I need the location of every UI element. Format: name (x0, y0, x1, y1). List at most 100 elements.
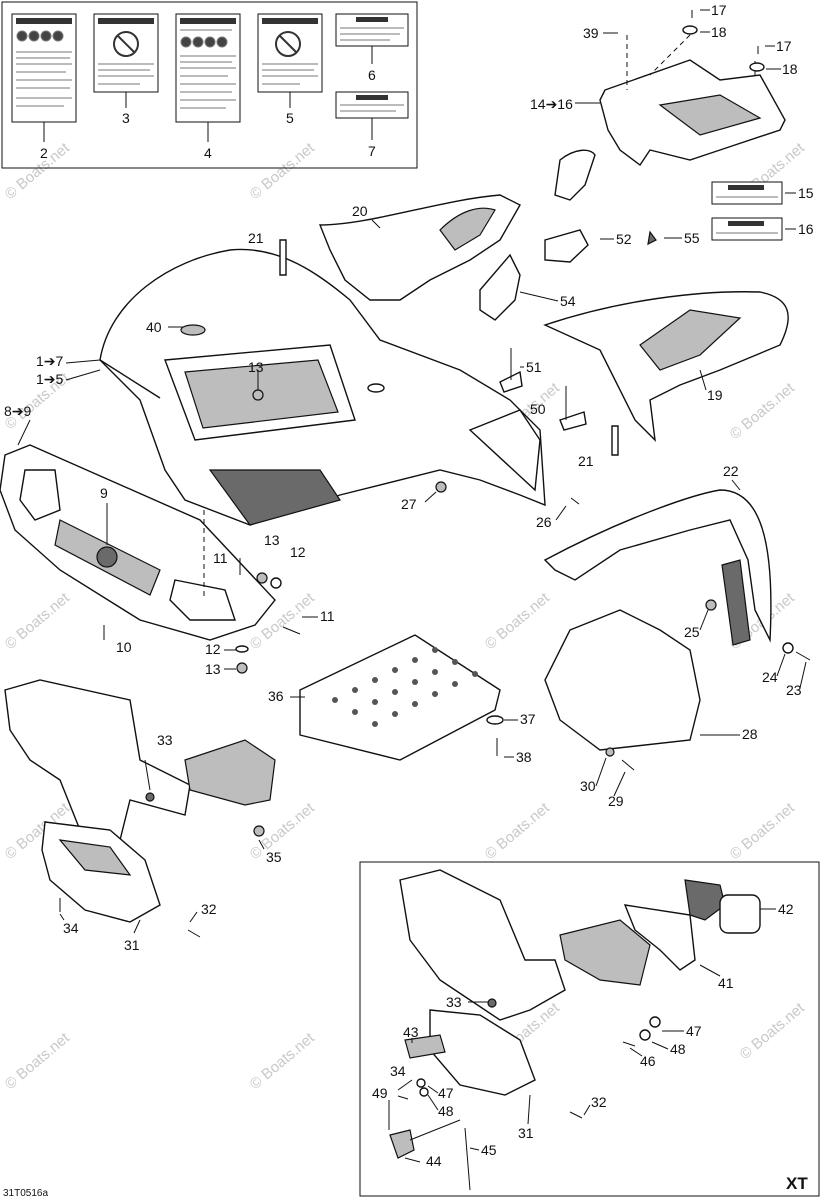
washer-12b (235, 645, 249, 653)
washer-12a (270, 577, 282, 589)
washer-27 (435, 481, 447, 493)
callout-52: 52 (616, 231, 632, 247)
callout-34: 34 (390, 1063, 406, 1079)
callout-leaders (17, 9, 807, 1163)
skid-plate-36 (299, 634, 504, 761)
callout-25: 25 (684, 624, 700, 640)
mud-flap-28 (544, 609, 701, 751)
decal-text-lines (340, 104, 404, 112)
watermark: © Boats.net (2, 139, 74, 203)
washer-35 (253, 825, 265, 837)
left-side-panel (318, 149, 657, 321)
body-edge (99, 359, 161, 399)
decal-header (262, 18, 318, 24)
callout-23: 23 (786, 682, 802, 698)
decal-text-lines (180, 29, 236, 109)
rivet-21b (611, 425, 619, 456)
decal-header (180, 18, 236, 24)
watermark: © Boats.net (727, 799, 799, 863)
decal-label-6 (335, 13, 409, 47)
callout-42: 42 (778, 901, 794, 917)
fender-bracket (721, 559, 751, 646)
xt-washer-47b (416, 1078, 426, 1088)
callout-48: 48 (438, 1103, 454, 1119)
side-panel-vent (439, 207, 496, 251)
callout-49: 49 (372, 1085, 388, 1101)
decal-header (728, 221, 764, 226)
screw-32a (187, 929, 201, 938)
fender-22 (543, 489, 772, 643)
callout-38: 38 (516, 749, 532, 765)
callout-12: 12 (205, 641, 221, 657)
middle-fasteners (252, 239, 619, 505)
callout-13: 13 (248, 359, 264, 375)
xt-inset-frame (359, 861, 820, 1197)
callout-30: 30 (580, 778, 596, 794)
washer-13a (252, 389, 264, 401)
right-front-fender-well (468, 409, 541, 492)
callout-48: 48 (670, 1041, 686, 1057)
callout-55: 55 (684, 230, 700, 246)
decal-header (98, 18, 154, 24)
callout-13: 13 (264, 532, 280, 548)
washer-25 (705, 599, 717, 611)
nut-18b (749, 62, 765, 72)
callout-47: 47 (438, 1085, 454, 1101)
callout-54: 54 (560, 293, 576, 309)
callout-5: 5 (286, 110, 294, 126)
xt-screw-32 (569, 1111, 583, 1119)
callout-15: 15 (798, 185, 814, 201)
callout-47: 47 (686, 1023, 702, 1039)
watermark: © Boats.net (727, 379, 799, 443)
grille-3 (554, 149, 596, 201)
xt-winch-motor (684, 879, 726, 921)
xt-skid-guard-31 (429, 1009, 536, 1096)
callout-32: 32 (201, 901, 217, 917)
right-rear-fender (543, 291, 789, 442)
xt-washer-48a (639, 1029, 651, 1041)
callout-33: 33 (157, 732, 173, 748)
callout-17: 17 (776, 38, 792, 54)
callout-46: 46 (640, 1053, 656, 1069)
callout-27: 27 (401, 496, 417, 512)
callout-41: 41 (718, 975, 734, 991)
watermark: © Boats.net (247, 139, 319, 203)
cap-40 (180, 324, 206, 336)
callout-37: 37 (520, 711, 536, 727)
callout-21: 21 (248, 230, 264, 246)
body-opening (367, 383, 385, 393)
xt-washer-48b (419, 1087, 429, 1097)
washer-13b (256, 572, 268, 584)
callout-31: 31 (518, 1125, 534, 1141)
grille-54 (479, 253, 521, 321)
front-bumper (0, 444, 276, 641)
xt-inset (359, 861, 820, 1197)
xt-winch-drum-42 (719, 894, 761, 934)
callout-32: 32 (591, 1094, 607, 1110)
callout-11: 11 (320, 608, 335, 624)
callout-4: 4 (204, 145, 212, 161)
decal-text-lines (340, 27, 404, 41)
bracket-50 (499, 370, 523, 393)
prohibition-slash (278, 34, 298, 54)
callout-51: 51 (526, 359, 542, 375)
front-body (99, 248, 546, 526)
callout-39: 39 (583, 25, 599, 41)
callout-34: 34 (63, 920, 79, 936)
watermark: © Boats.net (2, 1029, 74, 1093)
callout-17: 17 (711, 2, 727, 18)
skid-plate (299, 634, 501, 761)
callout-10: 10 (116, 639, 132, 655)
screw-29 (621, 759, 635, 771)
callout-45: 45 (481, 1142, 497, 1158)
decal-header (16, 18, 72, 24)
callout-36: 36 (268, 688, 284, 704)
callout-40: 40 (146, 319, 162, 335)
callout-1-7: 1➔7 (36, 353, 64, 369)
callout-26: 26 (536, 514, 552, 530)
callout-31: 31 (124, 937, 140, 953)
callout-7: 7 (368, 143, 376, 159)
screw-26 (570, 497, 580, 505)
callout-3: 3 (122, 110, 130, 126)
